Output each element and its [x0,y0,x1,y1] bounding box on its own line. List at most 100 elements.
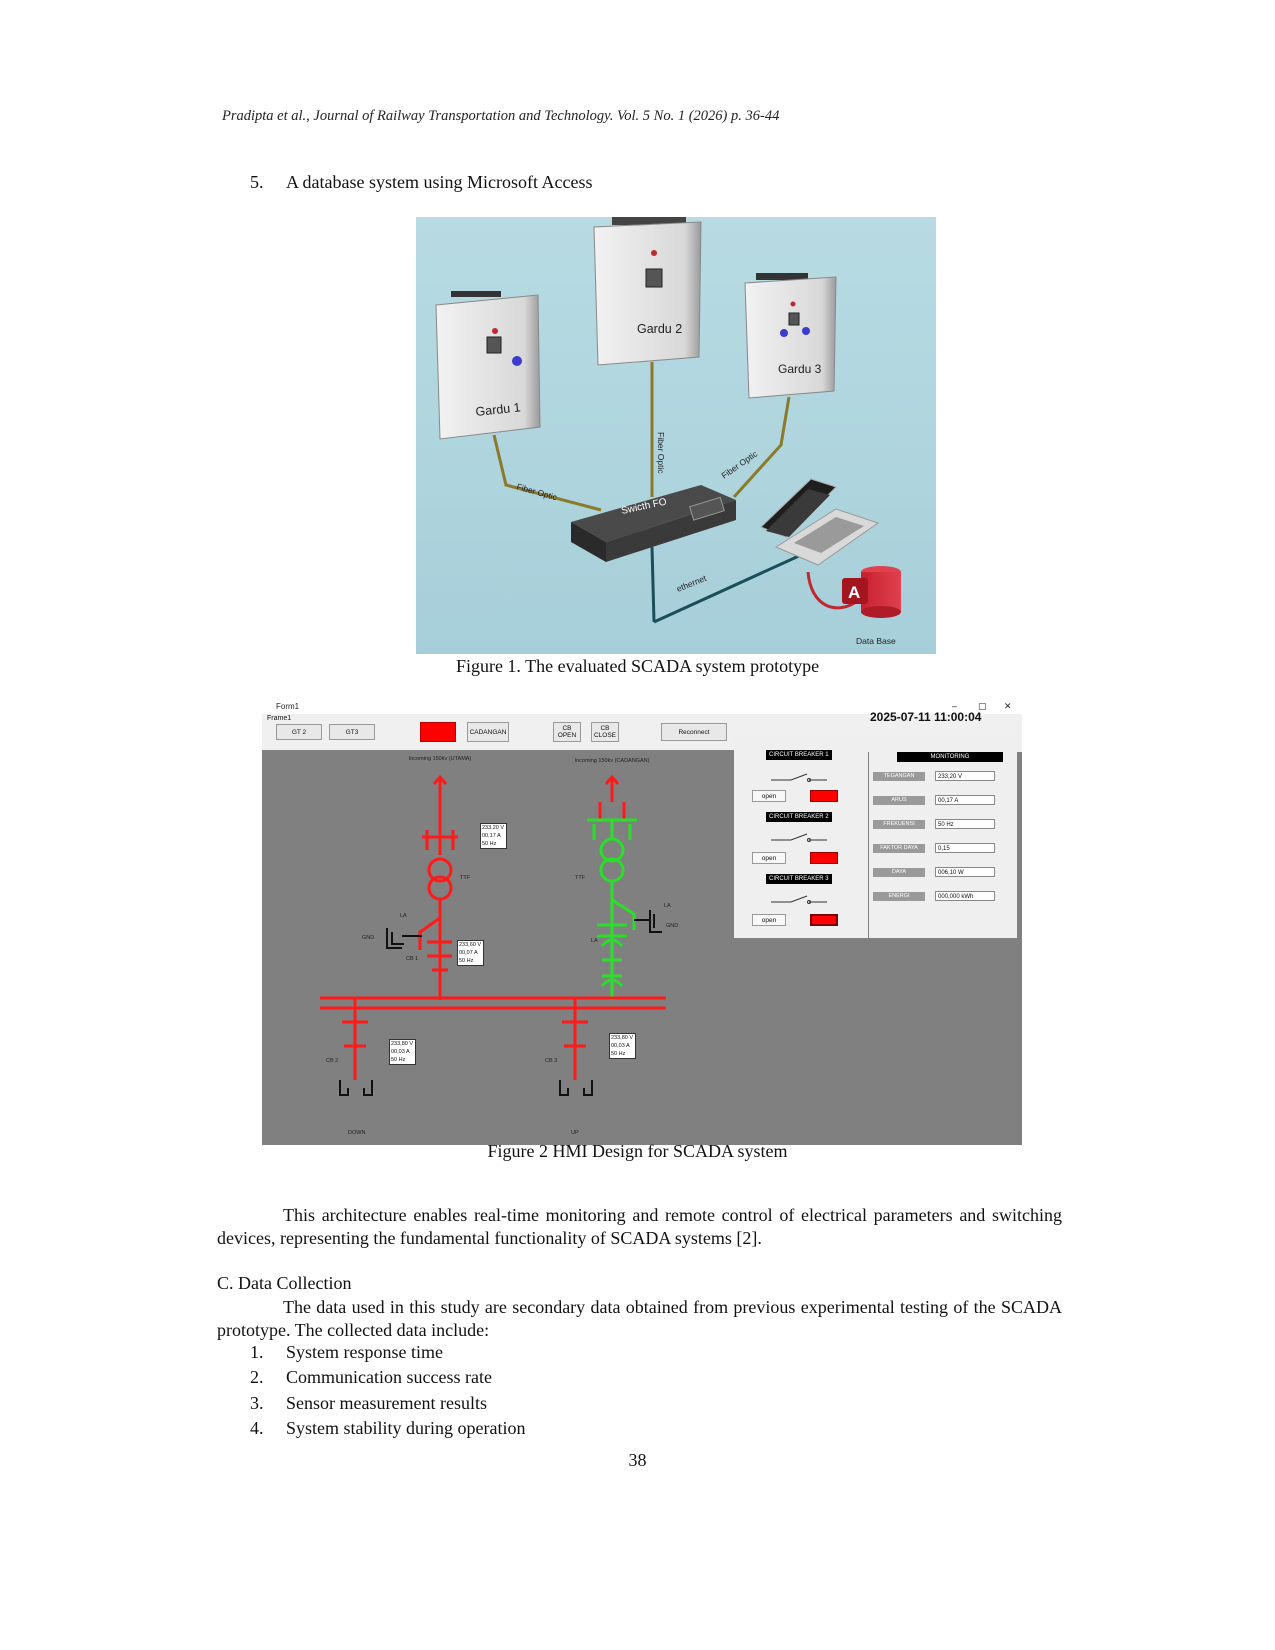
gardu-3-label: Gardu 3 [778,362,822,376]
feeder-grounds [339,1080,593,1096]
breaker-2-switch-icon [771,833,827,842]
meter-box: 233,80 V 00,03 A 50 Hz [389,1039,416,1065]
maximize-icon[interactable]: ▢ [978,701,987,711]
monitor-label-frequency: FREKUENSI [873,820,925,829]
cb3-label: CB 3 [545,1058,558,1064]
list-item: 1.System response time [250,1342,443,1363]
cadangan-button[interactable]: CADANGAN [467,722,509,742]
gardu-1-label: Gardu 1 [475,400,521,419]
gardu-3-cabinet [744,273,837,399]
breaker-2-title: CIRCUIT BREAKER 2 [766,812,832,822]
feeder-down-label: DOWN [348,1130,366,1136]
frame-label: Frame1 [267,715,292,722]
meter-box: 233,20 V 00,17 A 50 Hz [480,823,507,849]
breaker-panel: CIRCUIT BREAKER 1 open close CIRCUIT BRE… [734,750,868,938]
cb-open-button[interactable]: CB OPEN [553,722,581,742]
running-header: Pradipta et al., Journal of Railway Tran… [222,108,780,124]
figure-1-caption: Figure 1. The evaluated SCADA system pro… [455,656,820,676]
gardu-1-cabinet [435,291,541,440]
window-titlebar: Form1 – ▢ ✕ [262,700,1022,714]
meter-voltage: 233,60 V [459,942,482,948]
breaker-3-switch-icon [771,895,827,904]
monitor-value-power-factor: 0,15 [935,843,995,853]
busbar [320,996,666,1080]
meter-box: 233,80 V 00,03 A 50 Hz [609,1033,636,1059]
gnd-left-label: GND [362,935,375,941]
monitoring-title: MONITORING [897,752,1003,762]
breaker-3-open-button[interactable]: open [752,914,786,926]
meter-current: 00,17 A [482,833,501,839]
monitoring-panel: MONITORING TEGANGAN 233,20 V ARUS 00,17 … [869,750,1017,938]
cb1-label: CB 1 [406,956,419,962]
list-number: 3. [250,1393,264,1413]
database-label: Data Base [856,636,896,646]
ttf-right-label: TTF [575,875,586,881]
right-la-gnd [634,910,662,933]
la-left-label: LA [400,913,407,919]
figure-2-hmi: Form1 – ▢ ✕ Frame1 GT 2 GT3 UTAMA CADANG… [262,700,1022,1145]
window-title: Form1 [276,702,300,711]
access-letter: A [848,583,860,602]
body-paragraph: The data used in this study are secondar… [217,1297,1062,1340]
laptop [760,478,880,566]
meter-frequency: 50 Hz [611,1051,626,1057]
list-text: Communication success rate [286,1367,492,1387]
incoming-main-line [418,774,458,1000]
list-text: Sensor measurement results [286,1393,487,1413]
fiber-optic-label-middle: Fiber Optic [656,432,666,474]
cb-close-button[interactable]: CB CLOSE [591,722,619,742]
list-number: 5. [250,172,264,192]
meter-current: 00,03 A [611,1043,630,1049]
single-line-diagram [320,774,666,1096]
meter-current: 00,07 A [459,950,478,956]
fiber-cable-right [732,396,791,499]
figure-1-scada-prototype: Gardu 1 Gardu 2 Gardu 3 Fiber Optic Fibe… [416,217,936,654]
list-item: 4. System stability during operation [250,1418,525,1439]
ttf-left-label: TTF [460,875,471,881]
list-number: 1. [250,1342,264,1362]
gardu-2-label: Gardu 2 [637,322,682,336]
meter-voltage: 233,80 V [611,1035,634,1041]
minimize-icon[interactable]: – [952,701,958,711]
gardu-2-cabinet [593,217,702,366]
gt3-button[interactable]: GT3 [329,724,375,740]
figure-2-caption: Figure 2 HMI Design for SCADA system [487,1141,788,1161]
utama-button[interactable]: UTAMA [420,722,456,742]
page-number: 38 [628,1450,647,1470]
fiber-switch [571,485,736,562]
incoming-backup-label: Incoming 150kv (CADANGAN) [574,758,650,764]
meter-box: 233,60 V 00,07 A 50 Hz [457,940,484,966]
monitor-label-energy: ENERGI [873,892,925,901]
monitor-label-current: ARUS [873,796,925,805]
hmi-toolbar: Frame1 GT 2 GT3 UTAMA CADANGAN CB OPEN C… [262,714,1022,750]
meter-frequency: 50 Hz [482,841,497,847]
incoming-backup-line [587,774,637,1000]
ethernet-cable-vertical [650,546,656,623]
clock-bar [734,736,1022,752]
breaker-3-close-button[interactable]: close [810,914,838,926]
breaker-1-title: CIRCUIT BREAKER 1 [766,750,832,760]
breaker-1-close-button[interactable]: close [810,790,838,802]
breaker-1-switch-icon [771,773,827,782]
meter-current: 00,03 A [391,1049,410,1055]
close-icon[interactable]: ✕ [1004,701,1012,711]
meter-frequency: 50 Hz [391,1057,406,1063]
list-number: 4. [250,1418,264,1438]
breaker-2-close-button[interactable]: close [810,852,838,864]
fiber-cable-left [492,434,602,512]
list-text: System stability during operation [286,1418,526,1438]
body-paragraph: This architecture enables real-time moni… [217,1205,1062,1248]
clock-readout: 2025-07-11 11:00:04 [870,710,982,724]
figure-1-illustration: Gardu 1 Gardu 2 Gardu 3 Fiber Optic Fibe… [416,217,936,654]
breaker-2-open-button[interactable]: open [752,852,786,864]
list-item: 3. Sensor measurement results [250,1393,487,1414]
breaker-1-open-button[interactable]: open [752,790,786,802]
list-number: 2. [250,1367,264,1387]
database-cable [806,571,857,610]
ethernet-cable [653,553,802,624]
la-right-label: LA [664,903,671,909]
reconnect-button[interactable]: Reconnect [661,723,727,741]
gt2-button[interactable]: GT 2 [276,724,322,740]
feeder-up-label: UP [571,1130,579,1136]
left-la-gnd [386,928,422,949]
